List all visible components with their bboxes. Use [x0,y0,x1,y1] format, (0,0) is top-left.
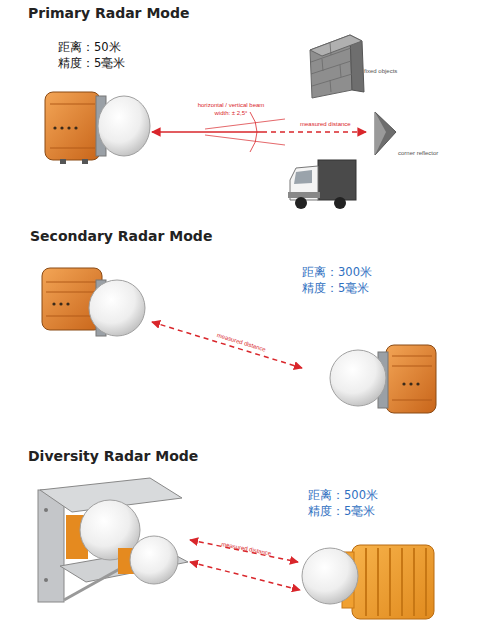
distance-arrow [190,540,300,590]
secondary-radar-device [89,280,145,336]
primary-radar-device [50,148,95,149]
diversity-radar-device [425,548,427,616]
distance-arrow [152,322,302,368]
fixed-wall [312,74,352,86]
object-label: fixed objects [364,68,397,76]
distance-arrow [152,322,302,368]
beam-arrow [152,131,262,133]
truck [288,192,320,198]
corner-reflector [375,112,386,155]
mounting-bracket [44,508,48,512]
fixed-wall [340,65,341,77]
beam-arrow [152,112,366,152]
distance-arrow [190,562,300,590]
secondary-radar-device [402,382,405,385]
accuracy-spec: 精度：5毫米 [302,281,369,295]
fixed-wall [311,61,351,74]
primary-radar-device [45,92,150,164]
truck [334,197,346,209]
secondary-radar-device [409,382,412,385]
secondary-radar-device [46,292,98,293]
primary-radar-device [74,126,77,129]
fixed-wall [330,80,331,92]
secondary-radar-device [59,302,62,305]
range-spec: 距离：50米 [58,40,121,54]
diversity-radar-device [413,548,415,616]
diversity-radar-device [377,548,379,616]
truck [288,160,356,209]
diversity-radar-device [302,548,358,604]
fixed-wall [322,59,323,71]
corner-reflector [375,112,396,155]
object-label: corner reflector [398,150,438,158]
beam-arrow [205,135,285,145]
beam-width-note: horizontal / vertical beam width: ± 2,5° [196,102,266,117]
beam-arrow [205,119,285,129]
distance-arrow [190,540,298,562]
primary-radar-device [98,96,150,156]
diversity-radar-device [401,548,403,616]
distance-label: measured distance [300,121,351,129]
primary-radar-device [50,104,95,105]
primary-radar-device [53,126,56,129]
secondary-radar-device [52,302,55,305]
mounting-bracket [38,490,64,602]
primary-radar-device [45,92,100,160]
corner-reflector [375,112,396,155]
diversity-radar-device [352,545,434,619]
diversity-radar-device [302,545,434,619]
range-spec: 距离：500米 [308,488,378,502]
truck [295,197,307,209]
mounting-bracket [38,478,188,602]
secondary-radar-device [42,268,145,336]
distance-label: measured distance [221,541,272,558]
truck [294,170,312,184]
accuracy-spec: 精度：5毫米 [58,56,125,70]
beam-arrow [262,131,366,133]
secondary-radar-device [330,350,386,406]
mounting-bracket [44,578,48,582]
secondary-radar-device [66,302,69,305]
section-heading: Secondary Radar Mode [30,228,212,246]
range-spec: 距离：300米 [302,265,372,279]
primary-radar-device [60,126,63,129]
diversity-radar-device [389,548,391,616]
distance-label: measured distance [216,332,267,354]
fixed-wall [330,43,331,55]
secondary-radar-device [392,400,432,401]
accuracy-spec: 精度：5毫米 [308,504,375,518]
secondary-radar-device [46,282,98,283]
mounting-bracket [130,536,178,584]
secondary-radar-device [386,345,436,413]
secondary-radar-device [416,382,419,385]
truck [318,160,356,200]
secondary-radar-device [392,366,432,367]
section-heading: Primary Radar Mode [28,5,189,23]
primary-radar-device [60,159,66,164]
section-heading: Diversity Radar Mode [28,448,198,466]
diversity-radar-device [365,548,367,616]
secondary-radar-device [330,345,436,413]
fixed-wall [310,35,364,98]
primary-radar-device [67,126,70,129]
primary-radar-device [82,159,88,164]
beam-arrow [250,112,257,152]
secondary-radar-device [392,356,432,357]
